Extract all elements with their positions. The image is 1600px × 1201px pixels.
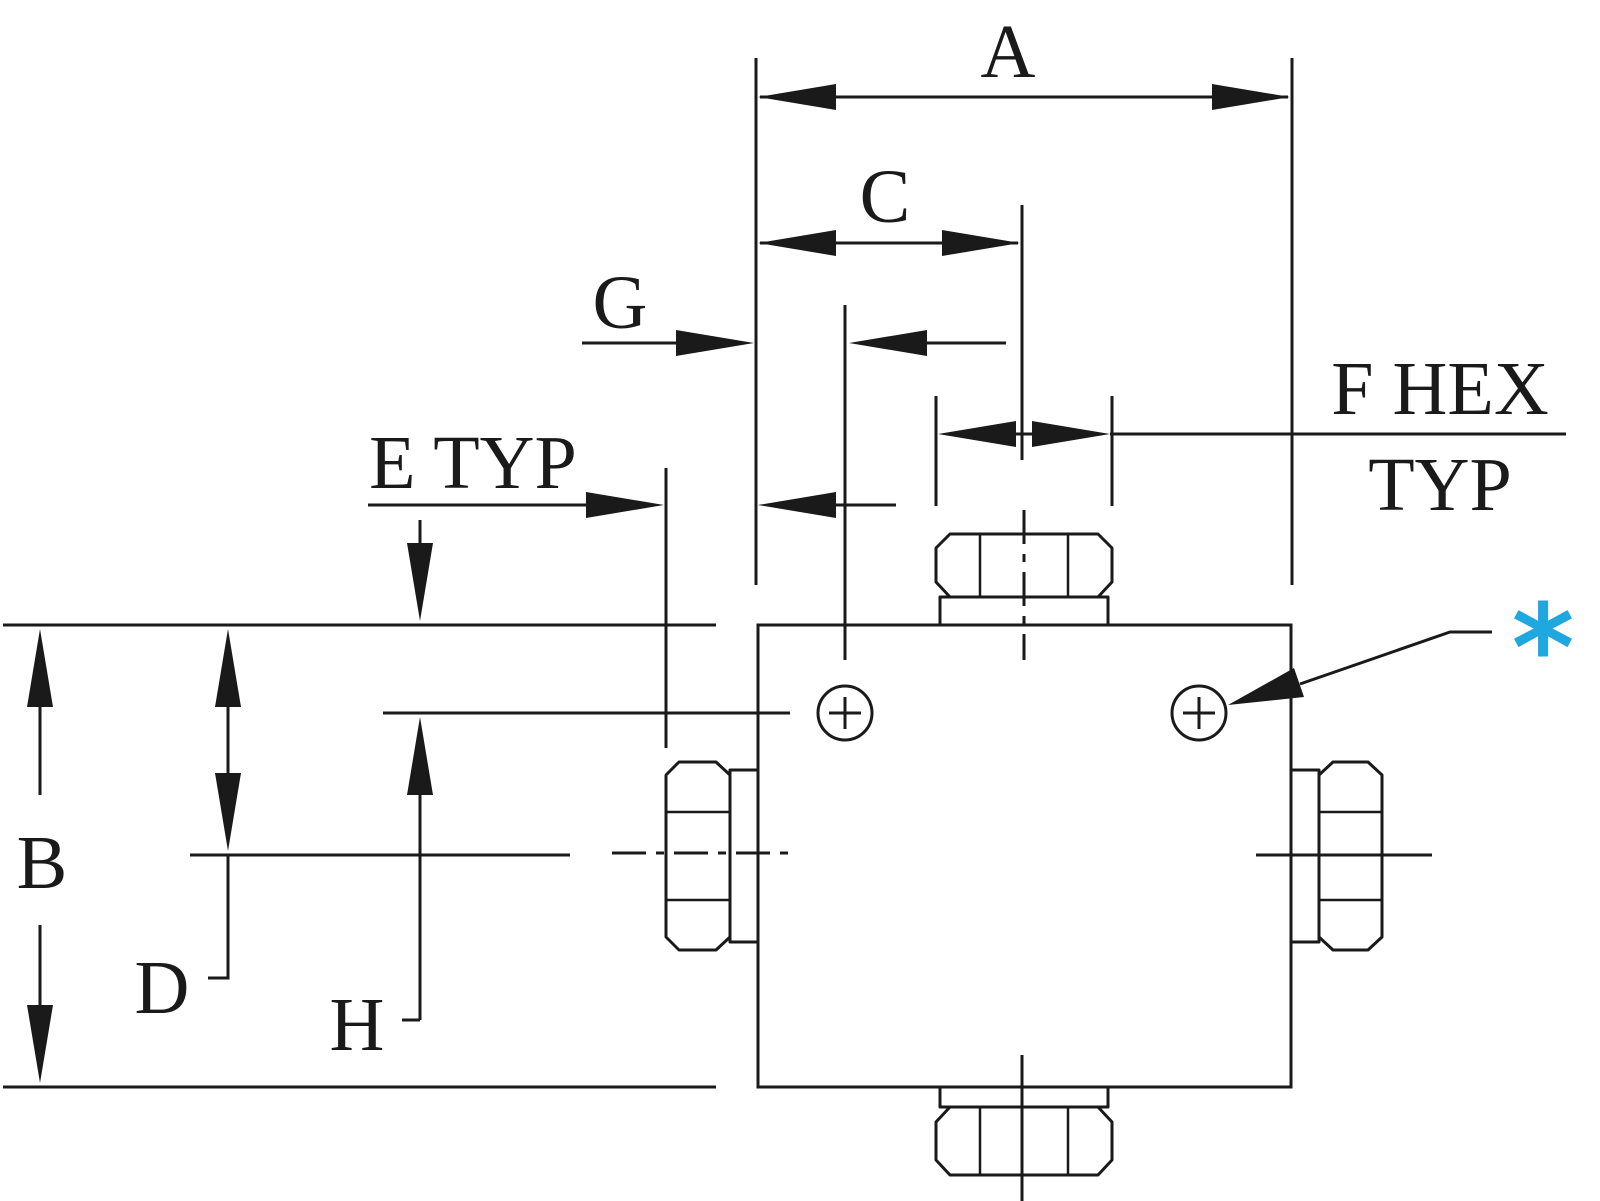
dimension-label-c: C: [860, 155, 911, 239]
bottom-hex-fitting: [934, 1085, 1114, 1177]
dimension-b: [27, 629, 53, 1083]
dimension-label-d: D: [135, 946, 190, 1030]
dimension-f-hex: [934, 396, 1566, 506]
dimension-e: [368, 468, 896, 748]
dimension-label-f-typ: TYP: [1368, 443, 1512, 527]
callout-asterisk: *: [1512, 580, 1575, 719]
left-hex-fitting: [664, 760, 760, 952]
callout-leader: [1228, 630, 1492, 705]
dimension-a: [754, 58, 1294, 585]
dimension-g: [582, 305, 1006, 660]
dimension-d: [208, 629, 241, 980]
valve-block-body: [756, 623, 1293, 1089]
dimension-h: [402, 520, 433, 1022]
dimension-label-b: B: [17, 821, 68, 905]
mounting-hole-right: [1170, 684, 1228, 742]
mounting-hole-left: [816, 684, 874, 742]
dimension-label-e: E TYP: [369, 421, 577, 505]
dimension-label-h: H: [330, 983, 385, 1067]
dimension-c: [758, 205, 1024, 460]
dimension-label-a: A: [981, 10, 1036, 94]
dimension-label-f-hex: F HEX: [1331, 347, 1548, 431]
dimension-label-g: G: [593, 261, 648, 345]
